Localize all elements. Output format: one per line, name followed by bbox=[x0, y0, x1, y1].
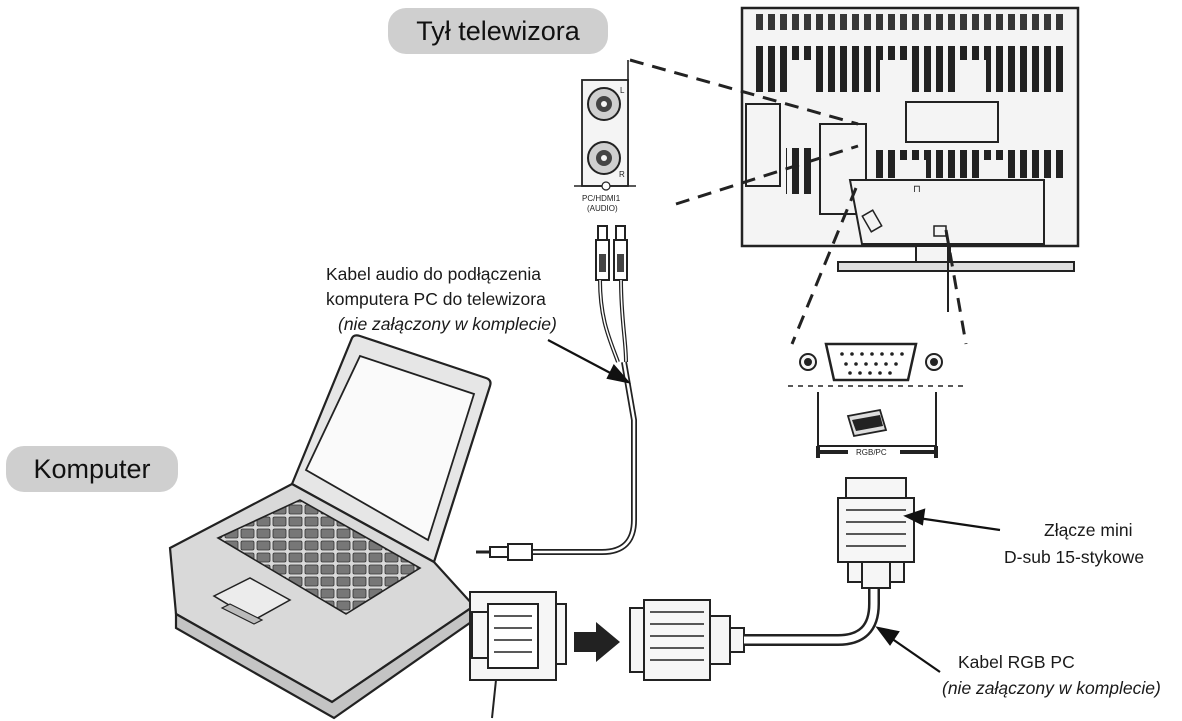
jack-label-right: R bbox=[619, 170, 625, 179]
audio-cable-note: (nie załączony w komplecie) bbox=[338, 312, 557, 336]
dsub-label-line2: D-sub 15-stykowe bbox=[1004, 547, 1145, 567]
laptop-icon bbox=[168, 334, 492, 720]
tv-back-title: Tył telewizora bbox=[388, 8, 608, 54]
rgb-port-detail bbox=[788, 342, 966, 458]
dsub-label-line1: Złącze mini bbox=[1044, 520, 1133, 540]
vga-plug-icon bbox=[629, 599, 745, 681]
audio-panel-label-2: (AUDIO) bbox=[587, 204, 618, 213]
audio-cable-label-line2: komputera PC do telewizora bbox=[326, 289, 546, 309]
audio-jack-panel bbox=[574, 60, 636, 191]
svg-text:⊓: ⊓ bbox=[913, 184, 921, 195]
vga-adapter-icon bbox=[469, 591, 567, 719]
computer-title: Komputer bbox=[6, 446, 178, 492]
zoom-lines-rgb bbox=[790, 187, 968, 345]
zoom-lines-audio bbox=[629, 58, 859, 206]
rgb-cable-label: Kabel RGB PC bbox=[958, 652, 1075, 672]
audio-cable-label-line1: Kabel audio do podłączenia bbox=[326, 264, 542, 284]
rgb-cable bbox=[744, 586, 880, 646]
jack-label-left: L bbox=[620, 86, 625, 95]
dsub-plug-icon bbox=[837, 477, 915, 589]
tv-stand bbox=[837, 245, 1075, 312]
pointer-arrows bbox=[547, 339, 1001, 673]
audio-cable bbox=[476, 225, 637, 561]
audio-panel-label-1: PC/HDMI1 bbox=[582, 194, 621, 203]
tv-back-panel: ⊓ bbox=[740, 6, 1080, 248]
audio-cable-note-text: (nie załączony w komplecie) bbox=[338, 314, 557, 334]
rgb-cable-note: (nie załączony w komplecie) bbox=[942, 676, 1161, 700]
arrow-right-icon bbox=[574, 622, 620, 662]
rgb-cable-note-text: (nie załączony w komplecie) bbox=[942, 678, 1161, 698]
rgb-port-label: RGB/PC bbox=[856, 448, 887, 457]
